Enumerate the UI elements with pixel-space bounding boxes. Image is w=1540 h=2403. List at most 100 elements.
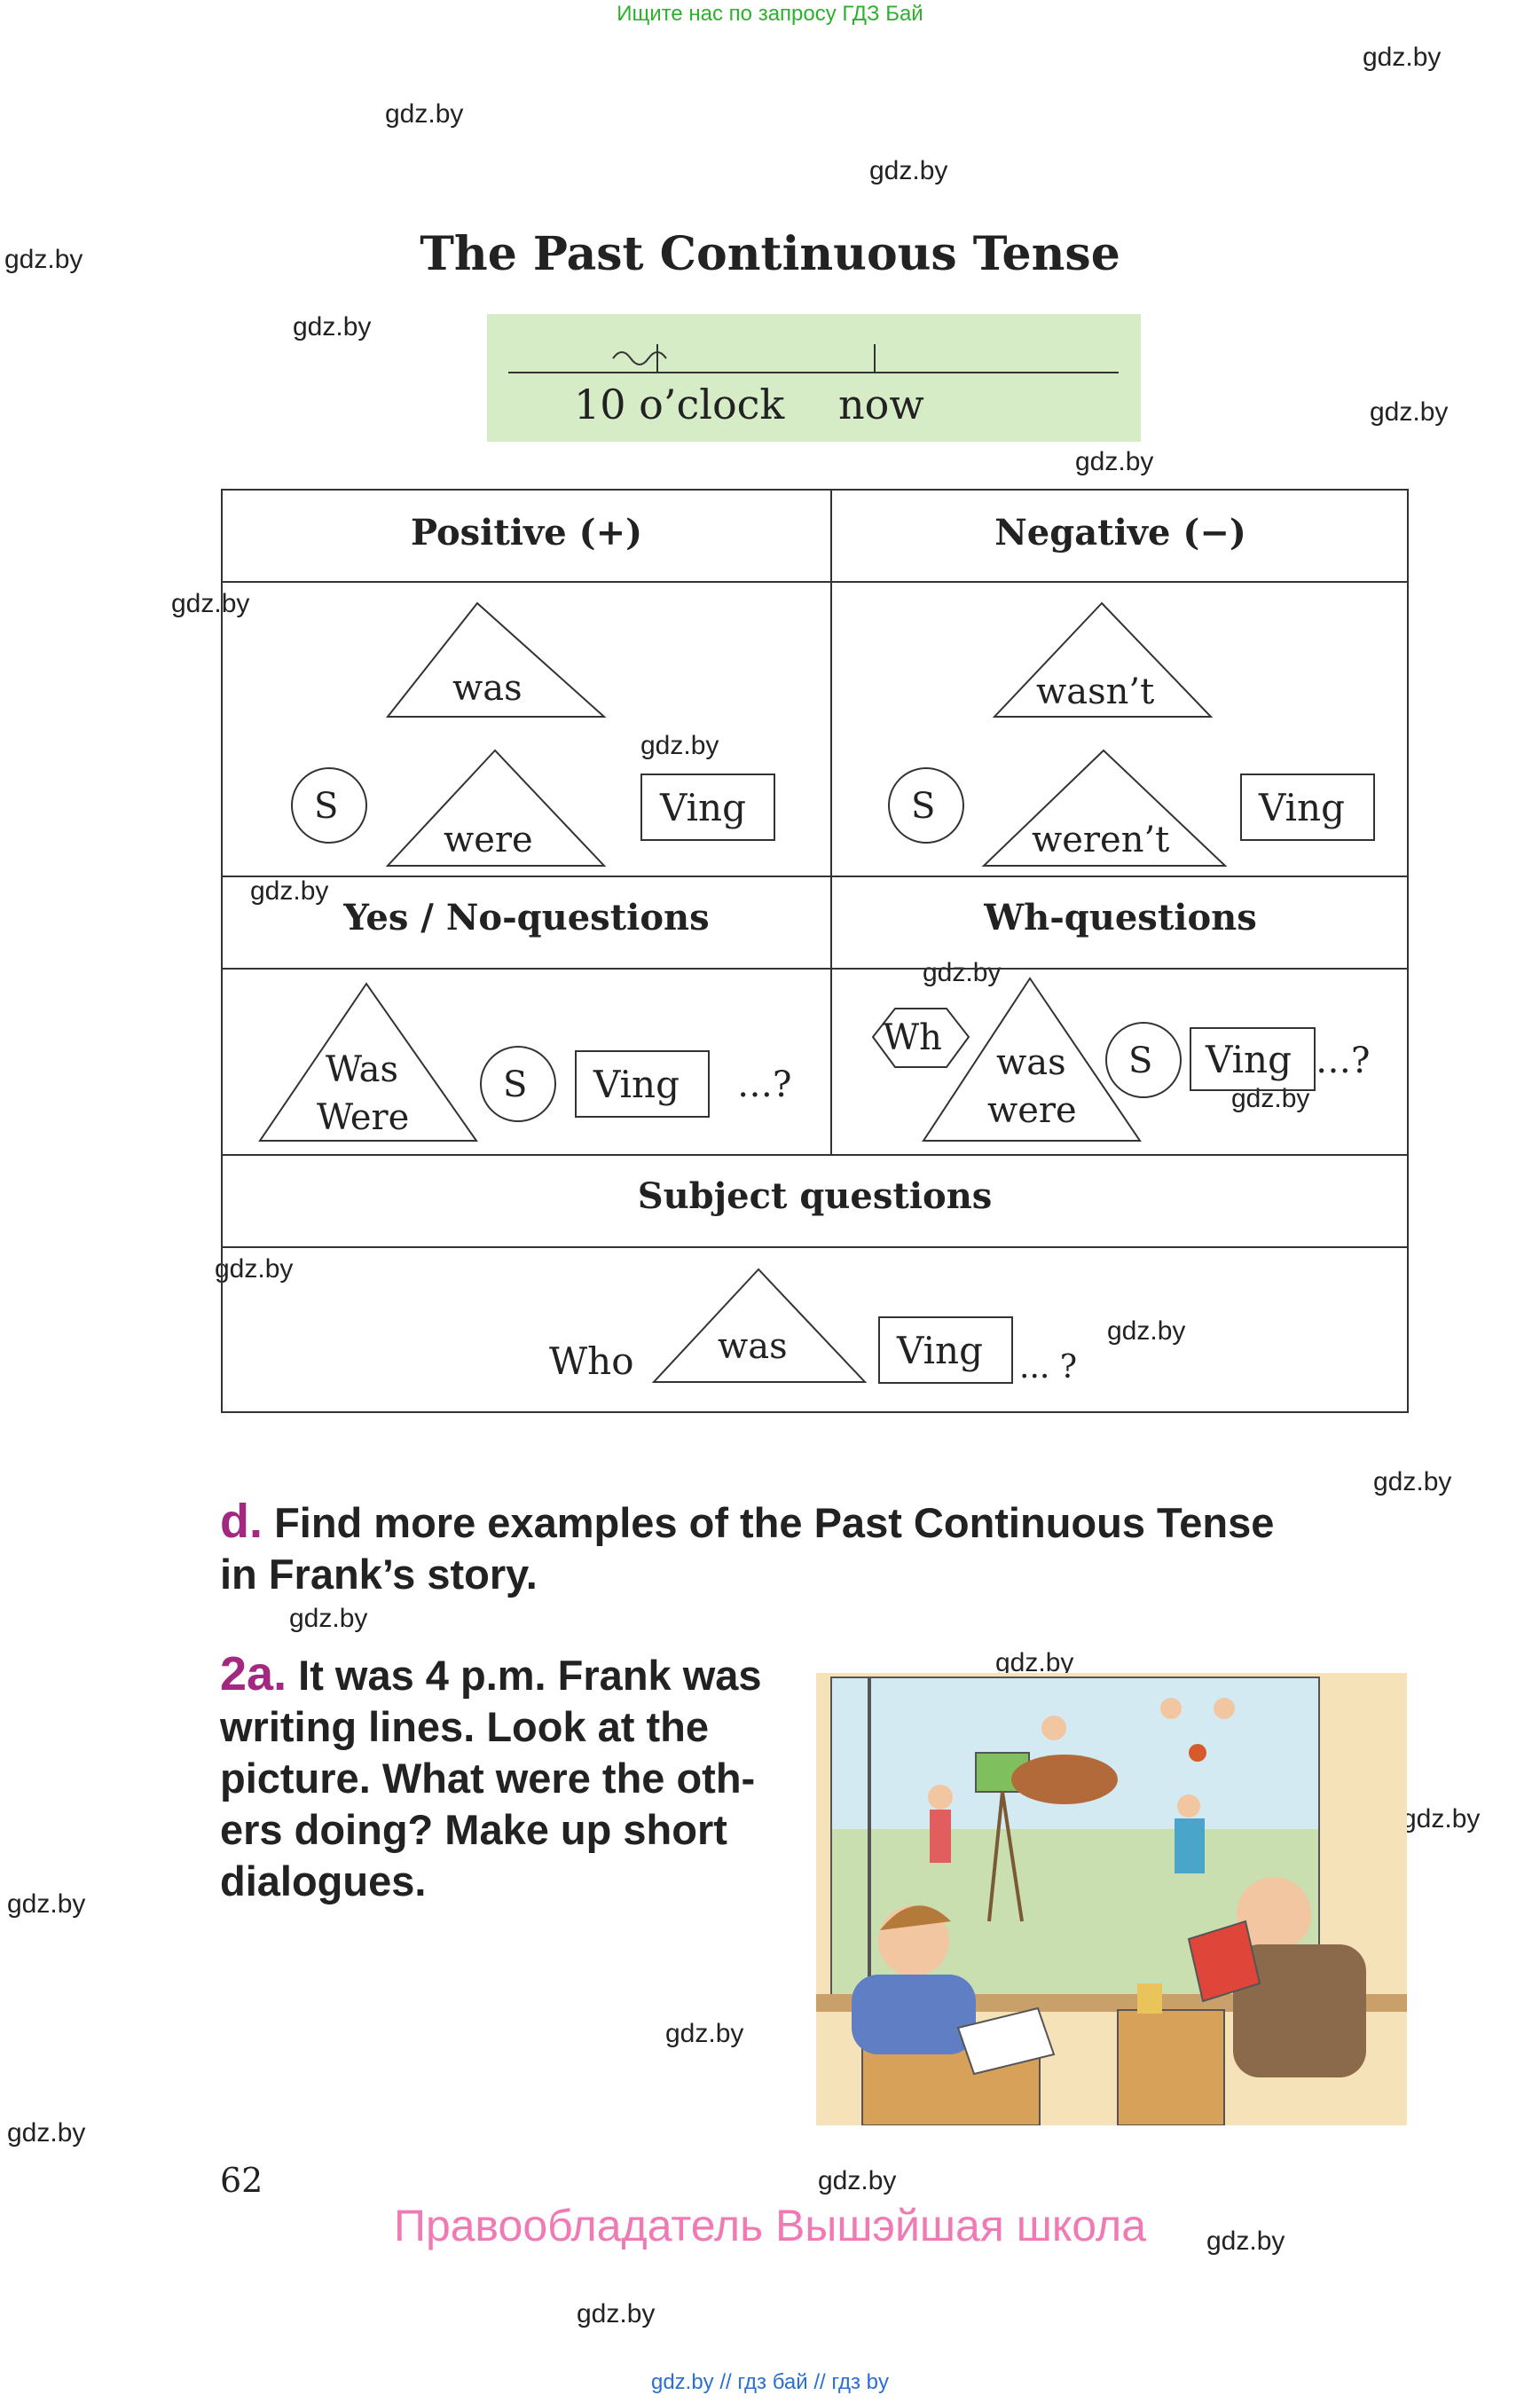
pencil-cup: [1137, 1983, 1162, 2014]
watermark: gdz.by: [869, 156, 948, 185]
player-head: [1160, 1698, 1182, 1719]
task-2a-line2: writing lines. Look at the: [220, 1703, 709, 1750]
watermark: gdz.by: [995, 1648, 1074, 1677]
page-title: The Past Continuous Tense: [420, 227, 1120, 281]
watermark: gdz.by: [7, 2118, 86, 2148]
pos-ving-text: Ving: [659, 786, 746, 829]
row-divider: [223, 876, 1407, 877]
watermark: gdz.by: [1107, 1316, 1186, 1346]
teacher-head: [1237, 1877, 1311, 1951]
task-d-line1: Find more examples of the Past Continuou…: [274, 1499, 1275, 1546]
pos-were-text: were: [444, 820, 533, 860]
watermark: gdz.by: [1373, 1467, 1452, 1496]
player-head: [1214, 1698, 1235, 1719]
yesno-ving-box: [575, 1050, 710, 1118]
task-2a: 2a. It was 4 p.m. Frank was writing line…: [220, 1648, 762, 1907]
watermark: gdz.by: [1402, 1804, 1481, 1834]
neg-wasnt-text: wasn’t: [1036, 671, 1154, 712]
negative-ving-box: [1240, 774, 1375, 841]
watermark: gdz.by: [665, 2019, 744, 2048]
subj-ving-text: Ving: [896, 1329, 983, 1372]
classroom-illustration: [816, 1673, 1407, 2126]
subject-ving-box: [878, 1316, 1013, 1384]
row-divider: [223, 1154, 1407, 1156]
positive-subject-circle: [291, 767, 367, 844]
grammar-table: Positive (+) Negative (−) Yes / No-quest…: [221, 489, 1409, 1413]
watermark: gdz.by: [171, 589, 250, 618]
easel-leg: [1001, 1791, 1024, 1922]
teacher-body: [1233, 1944, 1366, 2077]
positive-header: Positive (+): [410, 512, 643, 554]
negative-header: Negative (−): [994, 512, 1246, 554]
negative-subject-circle: [888, 767, 964, 844]
watermark: gdz.by: [1231, 1084, 1310, 1113]
watermark: gdz.by: [4, 245, 83, 274]
watermark: gdz.by: [289, 1604, 368, 1633]
watermark: gdz.by: [1363, 43, 1442, 72]
yesno-subject-circle: [480, 1046, 556, 1122]
watermark: gdz.by: [1206, 2226, 1285, 2256]
wh-header: Wh-questions: [984, 897, 1257, 938]
watermark: gdz.by: [577, 2299, 656, 2328]
subject-was-triangle: [651, 1268, 868, 1383]
watermark: gdz.by: [818, 2166, 897, 2195]
neg-werent-text: weren’t: [1032, 820, 1169, 860]
rider-head: [1041, 1716, 1066, 1740]
row-divider: [223, 968, 1407, 970]
now-label: now: [838, 381, 924, 428]
task-d-line2: in Frank’s story.: [220, 1551, 538, 1598]
q-ving-text: Ving: [593, 1063, 680, 1106]
timeline-diagram: 10 o’clock now: [487, 314, 1141, 442]
subj-q-mark-text: ... ?: [1019, 1349, 1077, 1386]
q-mark-text: …?: [737, 1064, 791, 1105]
skater-head: [1177, 1794, 1200, 1818]
wh-was-text: was: [996, 1042, 1066, 1083]
watermark: gdz.by: [640, 731, 719, 760]
timeline-graphic: 10 o’clock now: [508, 344, 1119, 428]
task-2a-label: 2a.: [220, 1647, 287, 1700]
illustration-graphic: [816, 1673, 1407, 2126]
column-divider: [830, 491, 832, 1154]
q-was-text: Was: [326, 1049, 398, 1090]
horse: [1011, 1755, 1118, 1804]
page-number: 62: [220, 2161, 263, 2200]
wh-q-mark-text: …?: [1316, 1041, 1370, 1081]
wh-ving-box: [1190, 1027, 1316, 1091]
wh-s-text: S: [1128, 1041, 1152, 1081]
ball: [1189, 1744, 1206, 1762]
task-d: d. Find more examples of the Past Contin…: [220, 1496, 1274, 1600]
subject-header: Subject questions: [637, 1175, 993, 1217]
q-s-text: S: [503, 1064, 527, 1105]
watermark: gdz.by: [215, 1254, 294, 1284]
task-2a-line4: ers doing? Make up short: [220, 1806, 727, 1853]
subj-was-text: was: [718, 1326, 788, 1367]
footer-links[interactable]: gdz.by // гдз бай // гдз by: [650, 2370, 890, 2394]
task-d-label: d.: [220, 1495, 263, 1548]
watermark: gdz.by: [293, 312, 372, 342]
negative-werent-triangle: [981, 749, 1228, 867]
neg-ving-text: Ving: [1258, 786, 1345, 829]
row-divider: [223, 581, 1407, 583]
frank-body: [852, 1975, 976, 2054]
wh-text: Wh: [883, 1017, 942, 1058]
frank-hair: [880, 1905, 951, 1930]
easel-leg: [987, 1791, 1004, 1922]
who-text: Who: [549, 1339, 634, 1383]
book: [1187, 1920, 1261, 2003]
wh-ving-text: Ving: [1205, 1038, 1292, 1081]
watermark: gdz.by: [1370, 397, 1449, 427]
wh-hexagon: [871, 1008, 970, 1068]
wh-was-were-triangle: [922, 977, 1142, 1142]
sky: [832, 1678, 1318, 1829]
painter-head: [928, 1785, 953, 1810]
q-were-text: Were: [317, 1097, 409, 1138]
task-2a-line3: picture. What were the oth-: [220, 1755, 756, 1802]
pos-was-text: was: [452, 668, 522, 709]
yesno-header: Yes / No-questions: [343, 897, 710, 938]
yesno-was-were-triangle: [258, 982, 478, 1142]
skater-body: [1175, 1818, 1205, 1873]
positive-were-triangle: [385, 749, 607, 867]
watermark: gdz.by: [923, 958, 1002, 987]
top-banner: Ищите нас по запросу ГДЗ Бай: [617, 2, 923, 26]
wh-subject-circle: [1105, 1022, 1182, 1098]
